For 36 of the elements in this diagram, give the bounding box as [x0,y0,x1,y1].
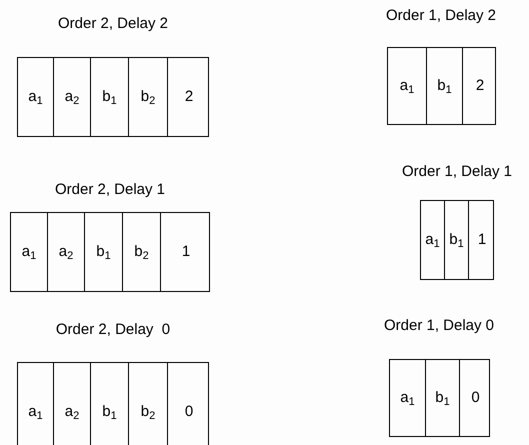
cell-label: b$_{1}$ [102,86,117,108]
cell-label: a$_{1}$ [28,402,43,424]
box-title: Order 1, Delay 1 [402,164,512,179]
cell-label: b$_{1}$ [449,230,464,252]
cell-label: a$_{1}$ [28,86,43,108]
cell-label: 0 [184,402,194,422]
register-box [387,47,496,125]
box-title: Order 2, Delay 2 [58,16,168,31]
register-box [10,212,210,292]
cell-label: 1 [478,230,486,250]
cell-label: b$_{2}$ [140,402,156,424]
cell-label: a$_{1}$ [400,388,415,410]
register-box [17,57,209,137]
cell-label: b$_{2}$ [134,242,149,264]
register-box [420,200,494,280]
cell-label: b$_{1}$ [96,242,111,264]
cell-label: a$_{2}$ [64,86,80,108]
box-title: Order 2, Delay 0 [56,322,170,337]
cell-label: b$_{1}$ [102,402,117,424]
register-box [389,359,490,437]
cell-label: b$_{1}$ [435,388,450,410]
register-box [17,362,209,445]
cell-label: a$_{2}$ [58,242,74,264]
box-title: Order 2, Delay 1 [54,182,166,197]
cell-label: 0 [471,388,480,408]
cell-label: b$_{1}$ [437,76,452,98]
cell-label: b$_{2}$ [140,86,156,108]
cell-label: 1 [182,242,190,262]
box-title: Order 1, Delay 0 [384,318,494,333]
cell-label: 2 [476,76,484,96]
box-title: Order 1, Delay 2 [386,8,496,23]
cell-label: a$_{1}$ [400,76,414,98]
cell-label: a$_{1}$ [22,242,36,264]
cell-label: a$_{1}$ [425,230,440,252]
cell-label: a$_{2}$ [64,402,80,424]
cell-label: 2 [184,86,194,107]
